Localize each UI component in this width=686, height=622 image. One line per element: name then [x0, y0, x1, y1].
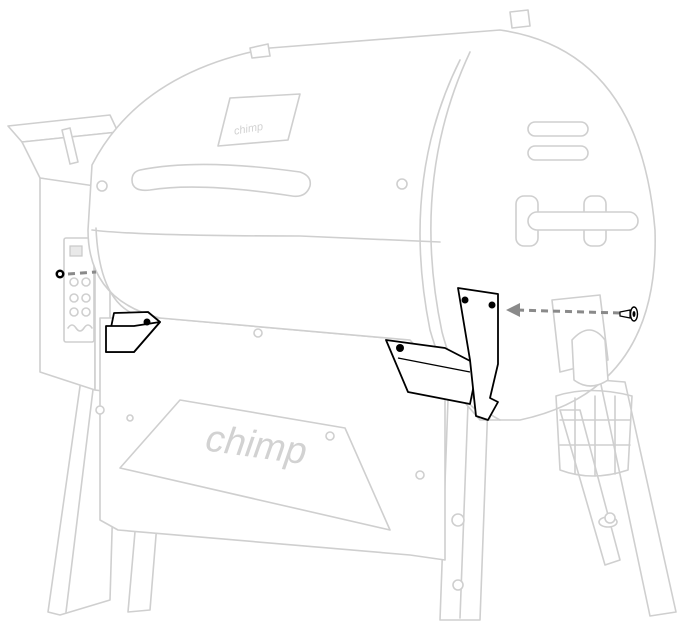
control-panel	[63, 237, 95, 343]
end-cap-vents	[527, 121, 589, 161]
right-insert-arrow	[514, 308, 621, 315]
lid-emblem: chimp	[217, 93, 301, 147]
side-handle	[515, 195, 639, 247]
left-bracket	[105, 311, 161, 353]
lid-emblem-text: chimp	[233, 121, 264, 138]
left-insert-arrow	[67, 270, 97, 276]
pellet-hopper	[7, 114, 119, 393]
right-fastener	[506, 303, 639, 322]
front-skirt-panel: chimp	[95, 317, 465, 591]
side-basket	[551, 294, 633, 477]
bolt-icon	[619, 306, 639, 322]
grill-barrel: chimp	[87, 9, 656, 421]
lid-handle	[131, 163, 312, 198]
right-bracket-side	[457, 287, 499, 421]
right-bracket-front	[385, 339, 479, 405]
left-fastener	[55, 269, 97, 279]
arrowhead	[506, 303, 520, 317]
